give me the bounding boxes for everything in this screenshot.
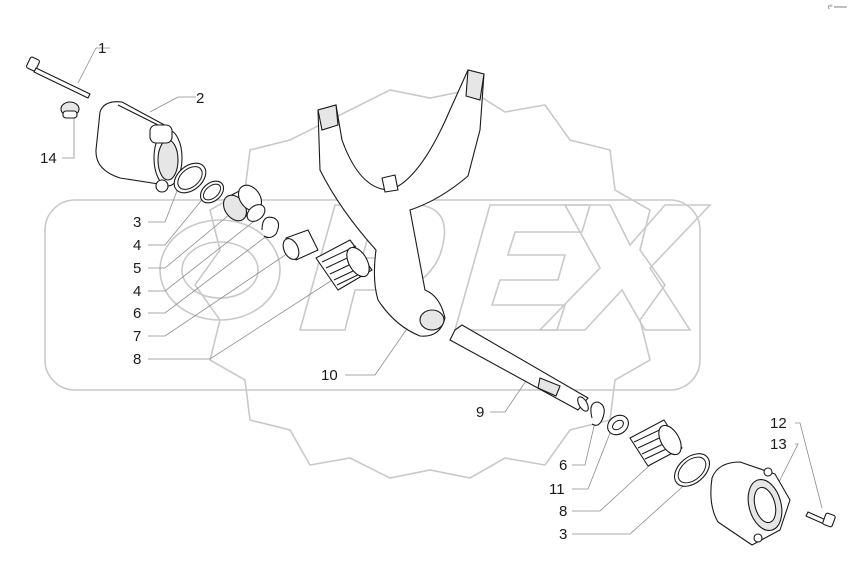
callout-7: 7 [133, 328, 141, 345]
leader-6a [148, 231, 273, 314]
leader-12 [795, 422, 823, 509]
callout-6-right: 6 [559, 457, 567, 474]
callout-10: 10 [321, 367, 338, 384]
leader-4a [148, 189, 211, 246]
leader-lines [62, 47, 823, 535]
part-13-end-cap [710, 461, 791, 546]
leader-7 [148, 244, 301, 337]
callout-1: 1 [98, 40, 106, 57]
leader-3a [148, 177, 183, 223]
callout-labels: 1 2 14 3 4 5 4 6 7 8 10 9 6 11 8 3 12 13 [40, 40, 787, 543]
part-11-washer [607, 414, 629, 436]
leader-1 [77, 47, 110, 84]
callout-9: 9 [476, 404, 484, 421]
part-3-o-ring-right [673, 453, 711, 487]
callout-8-right: 8 [559, 503, 567, 520]
callout-14: 14 [40, 150, 57, 167]
leader-2 [149, 96, 196, 113]
callout-3-left: 3 [133, 214, 141, 231]
part-12-short-bolt [805, 511, 836, 528]
part-9-shaft [449, 324, 589, 412]
callout-11: 11 [549, 481, 565, 498]
callout-6-left: 6 [133, 305, 141, 322]
part-14-plug [60, 101, 80, 119]
part-1-long-bolt [26, 56, 91, 99]
leader-4b [148, 214, 263, 292]
part-6-snap-ring-left [261, 216, 280, 239]
callout-2: 2 [196, 90, 204, 107]
leader-6b [572, 421, 596, 466]
callout-12: 12 [770, 415, 787, 432]
part-2-cylinder-housing [95, 101, 183, 193]
leader-8b [572, 464, 651, 512]
leader-14 [62, 118, 75, 159]
leader-9 [490, 374, 531, 413]
part-7-sleeve [282, 229, 319, 261]
part-3-o-ring-left [173, 162, 207, 194]
part-4-ring-b [246, 204, 266, 222]
leader-13 [774, 443, 799, 491]
leader-10 [345, 309, 421, 376]
corner-mark: ℓ⁰ ═══ [828, 4, 848, 11]
part-8-spring-right [629, 419, 683, 467]
callout-5: 5 [133, 260, 141, 277]
part-4-ring-a [199, 180, 225, 204]
part-10-shift-fork [317, 69, 485, 337]
part-8-spring-left [315, 239, 373, 291]
callout-4-lower: 4 [133, 283, 141, 300]
leader-5 [148, 209, 236, 269]
leader-11 [572, 427, 613, 490]
callout-4-upper: 4 [133, 237, 141, 254]
callout-3-right: 3 [559, 526, 567, 543]
part-6-snap-ring-right [590, 401, 605, 426]
leader-8a [148, 274, 341, 360]
callout-13: 13 [770, 436, 787, 453]
callout-8-left: 8 [133, 351, 141, 368]
leader-3b [572, 479, 691, 535]
